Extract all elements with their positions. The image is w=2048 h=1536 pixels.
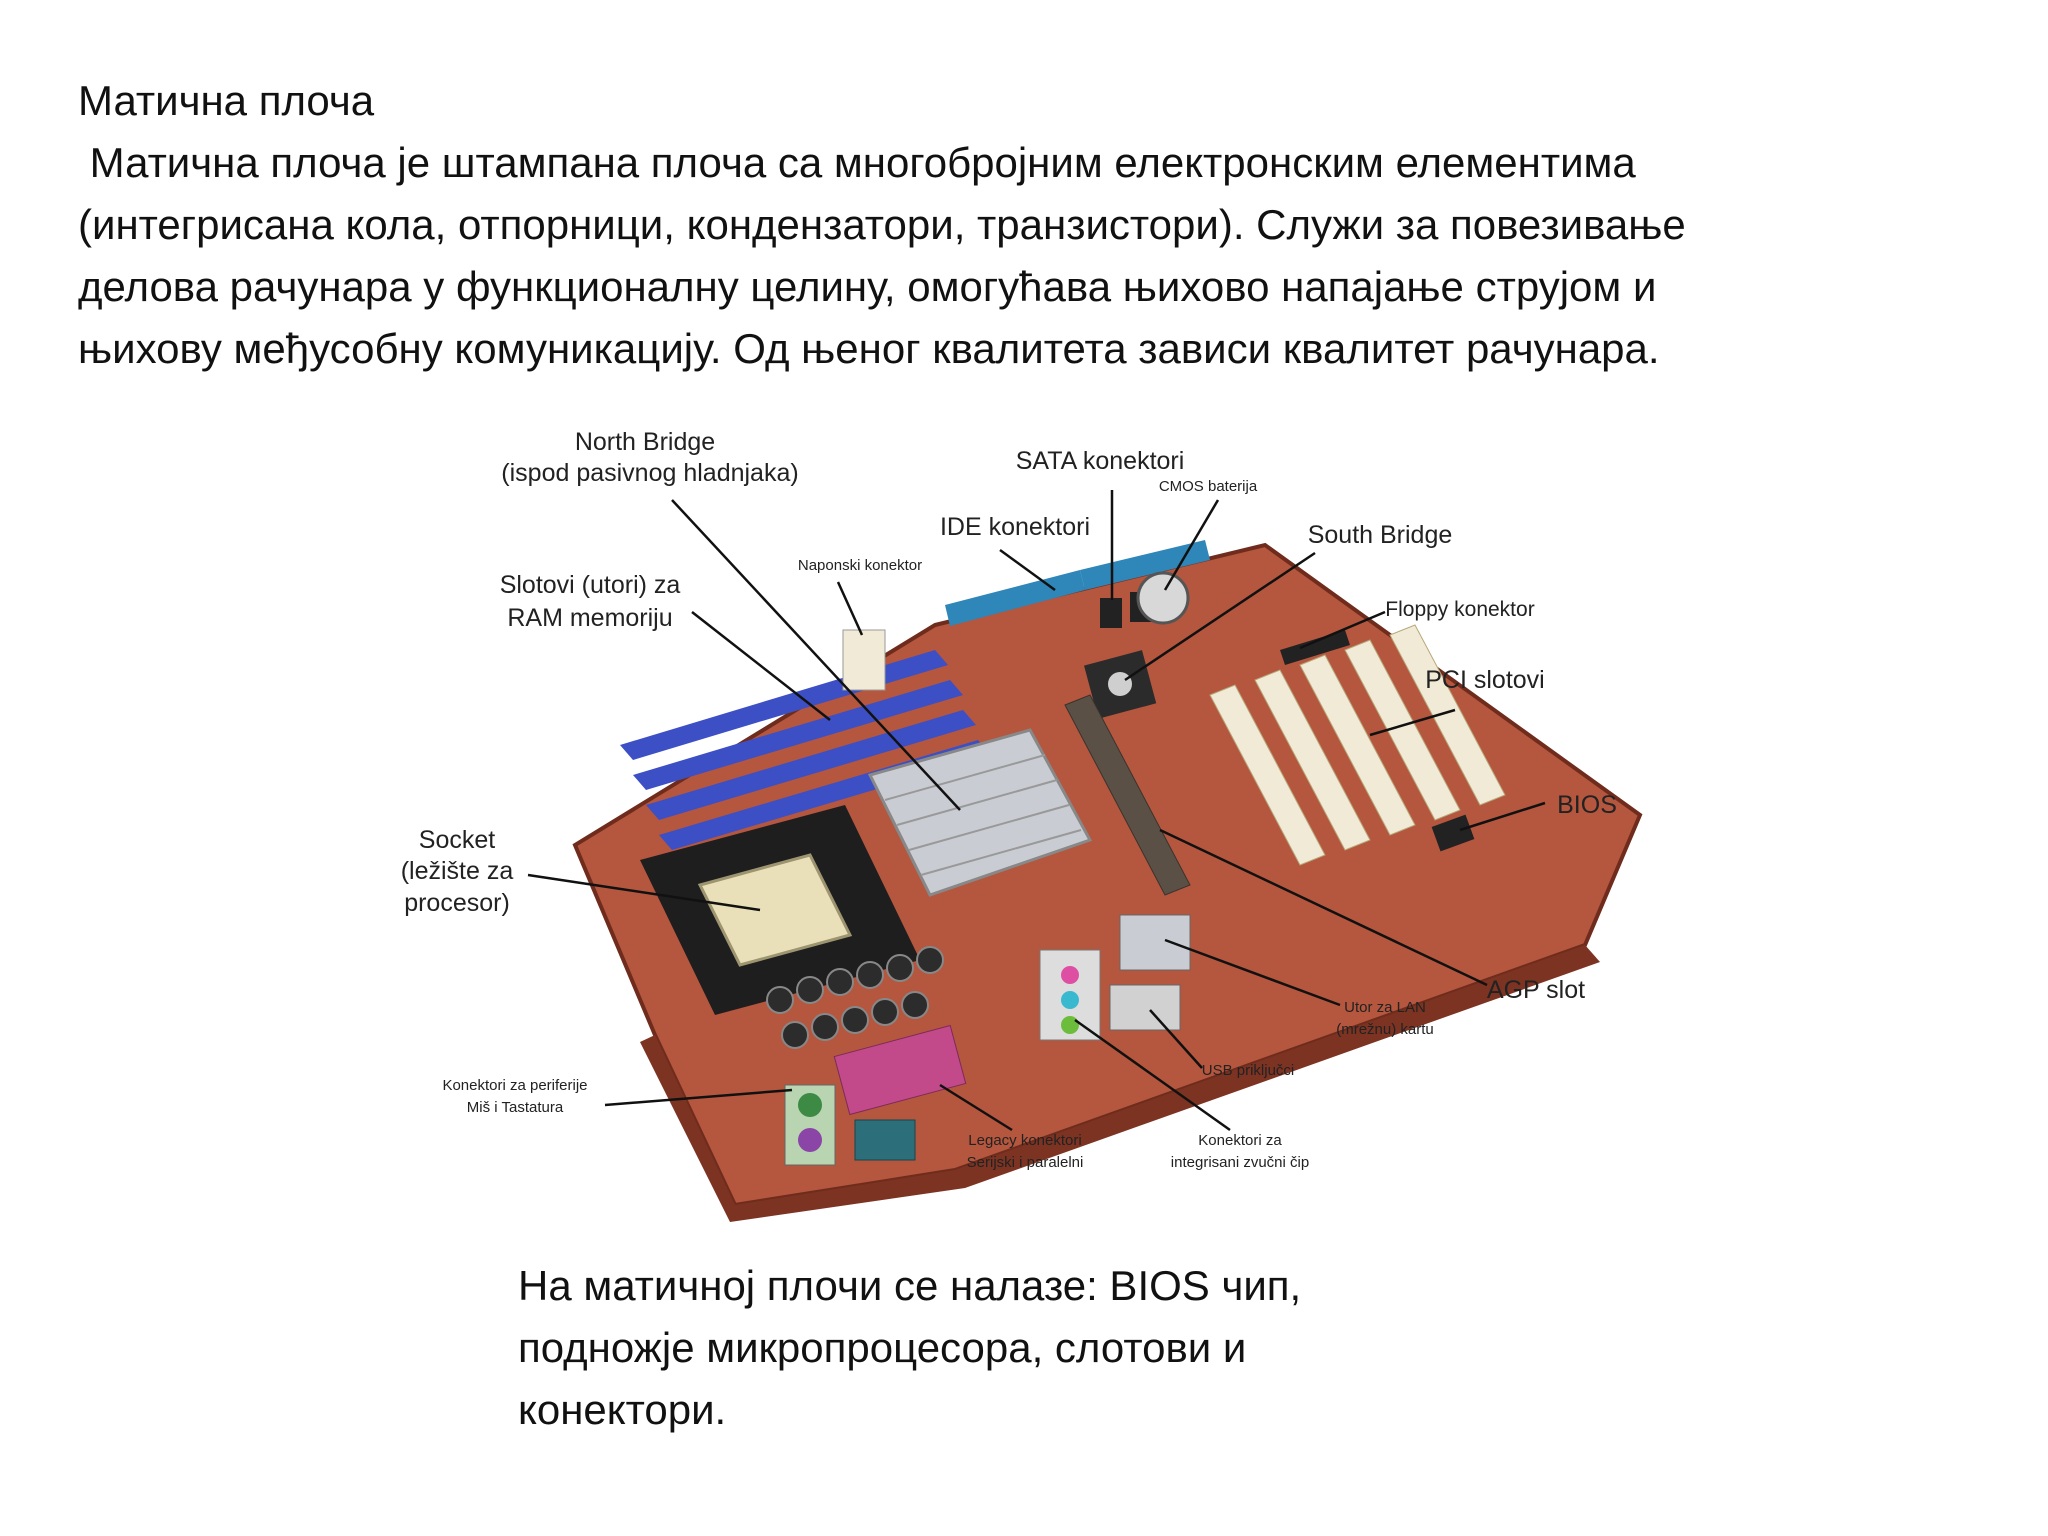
- summary-text: На матичној плочи се налазе: BIOS чип, п…: [518, 1255, 1418, 1441]
- label-cmos: CMOS baterija: [1159, 478, 1258, 495]
- bios-chip: [1431, 814, 1475, 852]
- label-periferije-sub: Miš i Tastatura: [467, 1099, 564, 1116]
- leader-lines: [527, 490, 1546, 1132]
- slide-title: Матична плоча: [78, 77, 375, 124]
- label-audio: Konektori za: [1198, 1132, 1282, 1149]
- leader-legacy: [939, 1083, 1013, 1132]
- label-usb: USB priključci: [1202, 1062, 1295, 1079]
- label-legacy: Legacy konektori: [968, 1132, 1081, 1149]
- label-pci: PCI slotovi: [1425, 666, 1544, 694]
- label-socket-sub: (ležište za: [401, 857, 514, 885]
- leader-usb: [1149, 1009, 1203, 1069]
- leader-south-bridge: [1124, 551, 1316, 682]
- audio-jack: [1061, 1016, 1079, 1034]
- summary-line: подножје микропроцесора, слотови и: [518, 1324, 1247, 1371]
- pci-slot: [1254, 669, 1371, 851]
- ps2-port: [798, 1093, 822, 1117]
- serial-port: [854, 1119, 916, 1161]
- pci-slot: [1344, 639, 1461, 821]
- south-bridge-label: [1108, 672, 1132, 696]
- leader-bios: [1459, 801, 1546, 832]
- power-connector: [842, 629, 886, 691]
- leader-ram: [691, 611, 831, 721]
- ide-connector: [945, 570, 1085, 626]
- label-lan-sub: (mrežnu) kartu: [1336, 1021, 1434, 1038]
- label-sata: SATA konektori: [1016, 447, 1185, 475]
- leader-naponski: [836, 581, 864, 636]
- heatsink-fins: [884, 754, 1082, 876]
- parallel-port: [833, 1024, 967, 1116]
- leader-socket: [527, 873, 761, 912]
- sata-connector: [1100, 598, 1122, 628]
- label-legacy-sub: Serijski i paralelni: [967, 1154, 1084, 1171]
- summary-line: конектори.: [518, 1386, 727, 1433]
- label-lan: Utor za LAN: [1344, 999, 1426, 1016]
- agp-slot: [1064, 694, 1191, 896]
- diagram-labels: North Bridge (ispod pasivnog hladnjaka) …: [401, 428, 1617, 1171]
- lan-port: [1119, 914, 1191, 971]
- intro-line: њихову међусобну комуникацију. Од њеног …: [78, 325, 1660, 372]
- label-socket-sub: procesor): [404, 889, 510, 917]
- motherboard-image: [572, 540, 1643, 1222]
- leader-audio: [1074, 1018, 1231, 1132]
- summary-line: На матичној плочи се налазе: BIOS чип,: [518, 1262, 1302, 1309]
- pci-slot: [1299, 654, 1416, 836]
- label-north-bridge-sub: (ispod pasivnog hladnjaka): [501, 459, 798, 487]
- label-periferije: Konektori za periferije: [442, 1077, 587, 1094]
- leader-north-bridge: [671, 499, 961, 811]
- label-ram-slots-sub: RAM memoriju: [507, 604, 672, 632]
- leader-cmos: [1163, 499, 1220, 591]
- intro-line: Матична плоча је штампана плоча са много…: [78, 139, 1636, 186]
- leader-floppy: [1299, 610, 1386, 650]
- label-agp: AGP slot: [1487, 976, 1585, 1004]
- leader-periferije: [604, 1088, 793, 1107]
- label-floppy: Floppy konektor: [1385, 598, 1534, 621]
- floppy-connector: [1280, 630, 1350, 665]
- cpu-socket: [697, 853, 853, 967]
- leader-agp: [1159, 828, 1488, 987]
- text-block: Матична плоча Матична плоча је штампана …: [78, 70, 1978, 380]
- intro-line: делова рачунара у функционалну целину, о…: [78, 263, 1657, 310]
- usb-ports: [1109, 984, 1181, 1031]
- pci-slots: [1209, 624, 1506, 866]
- label-ram-slots: Slotovi (utori) za: [500, 571, 681, 599]
- ps2-port: [798, 1128, 822, 1152]
- intro-line: (интегрисана кола, отпорници, кондензато…: [78, 201, 1686, 248]
- label-north-bridge: North Bridge: [575, 428, 715, 456]
- pci-slot: [1389, 624, 1506, 806]
- cmos-battery: [1136, 571, 1190, 625]
- label-audio-sub: integrisani zvučni čip: [1171, 1154, 1309, 1171]
- audio-jack: [1061, 966, 1079, 984]
- pci-slot: [1209, 684, 1326, 866]
- audio-jack: [1061, 991, 1079, 1009]
- capacitors: [766, 946, 944, 1049]
- label-bios: BIOS: [1557, 791, 1617, 819]
- leader-ide: [999, 548, 1056, 592]
- label-naponski: Naponski konektor: [798, 557, 922, 574]
- label-south-bridge: South Bridge: [1308, 521, 1453, 549]
- leader-lan: [1164, 938, 1341, 1007]
- ram-slot: [633, 680, 963, 790]
- label-socket: Socket: [419, 826, 495, 854]
- leader-pci: [1369, 708, 1456, 737]
- label-ide: IDE konektori: [940, 513, 1090, 541]
